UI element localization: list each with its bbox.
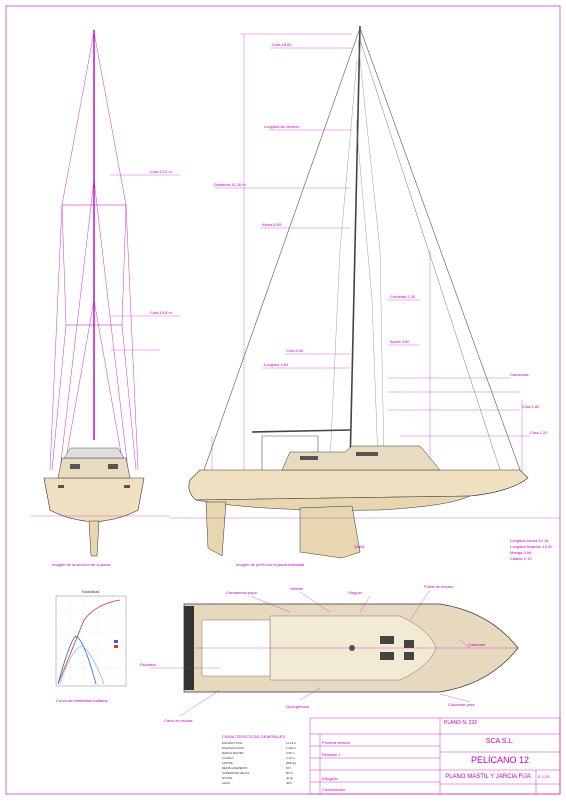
svg-text:Dibujado: Dibujado bbox=[322, 776, 339, 781]
svg-text:8.6 t: 8.6 t bbox=[286, 766, 292, 770]
svg-text:Cadenote proa: Cadenote proa bbox=[448, 702, 475, 707]
svg-text:Winche: Winche bbox=[290, 586, 304, 591]
svg-text:Longitud sin tensión: Longitud sin tensión bbox=[264, 124, 300, 129]
svg-text:Imagen de perfil con la jarcia: Imagen de perfil con la jarcia instalada bbox=[236, 562, 305, 567]
side-view-drawing: Cota 18.60 Longitud sin tensión Distanci… bbox=[170, 25, 560, 567]
svg-text:Longitud eslora 12.18: Longitud eslora 12.18 bbox=[510, 538, 549, 543]
svg-text:Longitud 4.80: Longitud 4.80 bbox=[264, 362, 289, 367]
svg-text:Cadenote: Cadenote bbox=[468, 642, 486, 647]
svg-text:Escotera: Escotera bbox=[140, 662, 157, 667]
sheet-title: PLANO MASTIL Y JARCIA FIJA bbox=[445, 774, 531, 780]
svg-text:Cota 24.5 m: Cota 24.5 m bbox=[150, 169, 172, 174]
svg-text:3.96 m: 3.96 m bbox=[286, 751, 295, 755]
svg-text:Longitud flotación 10.40: Longitud flotación 10.40 bbox=[510, 544, 553, 549]
svg-text:Quilla: Quilla bbox=[354, 544, 365, 549]
svg-text:86 m²: 86 m² bbox=[286, 771, 293, 775]
title-block-frame bbox=[309, 717, 561, 795]
stability-curve-diagram: Estabilidad Curva de estabilidad estátic… bbox=[55, 590, 127, 703]
svg-text:Primera versión: Primera versión bbox=[322, 740, 350, 745]
company-name: SCA S.L. bbox=[485, 738, 515, 745]
svg-text:SUPERFICIE VELICA: SUPERFICIE VELICA bbox=[222, 771, 250, 775]
sheet-border bbox=[5, 5, 561, 795]
svg-text:Crucetas 2.35: Crucetas 2.35 bbox=[390, 294, 416, 299]
svg-text:MOTOR: MOTOR bbox=[222, 776, 232, 780]
svg-text:Guía génova: Guía génova bbox=[286, 704, 310, 709]
svg-text:Comprobado: Comprobado bbox=[322, 787, 346, 792]
svg-text:Garruchas: Garruchas bbox=[510, 372, 529, 377]
svg-text:Altura 8.95: Altura 8.95 bbox=[262, 222, 282, 227]
svg-text:11.98 m: 11.98 m bbox=[286, 746, 297, 750]
svg-text:LASTRE: LASTRE bbox=[222, 761, 233, 765]
front-view-drawing: Cota 24.5 m Cota 14.8 m Imagen de la sec… bbox=[30, 30, 180, 567]
svg-text:400 l: 400 l bbox=[286, 781, 292, 785]
svg-text:Estabilidad: Estabilidad bbox=[82, 590, 99, 594]
svg-text:ESLORA TOTAL: ESLORA TOTAL bbox=[222, 741, 243, 745]
svg-text:Cota 18.60: Cota 18.60 bbox=[272, 42, 292, 47]
svg-text:MANGA MAXIMA: MANGA MAXIMA bbox=[222, 751, 244, 755]
svg-text:Cota 5.40: Cota 5.40 bbox=[286, 348, 304, 353]
svg-text:40 hp: 40 hp bbox=[286, 776, 293, 780]
svg-text:12.18 m: 12.18 m bbox=[286, 741, 297, 745]
svg-text:2.10 m: 2.10 m bbox=[286, 756, 295, 760]
svg-text:CALADO: CALADO bbox=[222, 756, 234, 760]
title-block-notes: Primera versión Revisión 1 Dibujado Comp… bbox=[322, 740, 350, 792]
svg-text:Cota 14.8 m: Cota 14.8 m bbox=[150, 310, 172, 315]
svg-text:Cota 1.20: Cota 1.20 bbox=[530, 430, 548, 435]
svg-text:Stopper: Stopper bbox=[348, 590, 363, 595]
svg-text:Distancia 11.30 m: Distancia 11.30 m bbox=[214, 182, 246, 187]
svg-text:Polea de retorno: Polea de retorno bbox=[424, 584, 454, 589]
deck-plan-drawing: Cornamusa popa Winche Stopper Polea de r… bbox=[140, 584, 519, 723]
svg-text:Cota 1.80: Cota 1.80 bbox=[522, 404, 540, 409]
svg-text:Cornamusa popa: Cornamusa popa bbox=[226, 590, 257, 595]
svg-text:ESLORA CASCO: ESLORA CASCO bbox=[222, 746, 245, 750]
svg-text:2800 kg: 2800 kg bbox=[286, 761, 296, 765]
svg-text:Altura 3.60: Altura 3.60 bbox=[390, 339, 410, 344]
svg-text:Imagen de la sección de la jar: Imagen de la sección de la jarcia bbox=[52, 562, 111, 567]
svg-text:Curva de estabilidad estática: Curva de estabilidad estática bbox=[56, 698, 108, 703]
svg-text:Calado 2.10: Calado 2.10 bbox=[510, 556, 532, 561]
svg-text:Revisión 1: Revisión 1 bbox=[322, 752, 341, 757]
project-name: PELÍCANO 12 bbox=[470, 755, 530, 765]
specs-list: CARACTERISTICAS GENERALES ESLORA TOTAL 12… bbox=[222, 734, 297, 785]
svg-text:CARACTERISTICAS GENERALES: CARACTERISTICAS GENERALES bbox=[222, 734, 285, 739]
plano-number: PLANO N. 232 bbox=[444, 720, 478, 726]
drawing-scale: E 1:25 bbox=[538, 774, 550, 779]
svg-text:DESPLAZAMIENTO: DESPLAZAMIENTO bbox=[222, 766, 248, 770]
svg-text:Manga 3.96: Manga 3.96 bbox=[510, 550, 532, 555]
svg-text:AGUA: AGUA bbox=[222, 781, 230, 785]
svg-text:Carro de escota: Carro de escota bbox=[164, 718, 193, 723]
